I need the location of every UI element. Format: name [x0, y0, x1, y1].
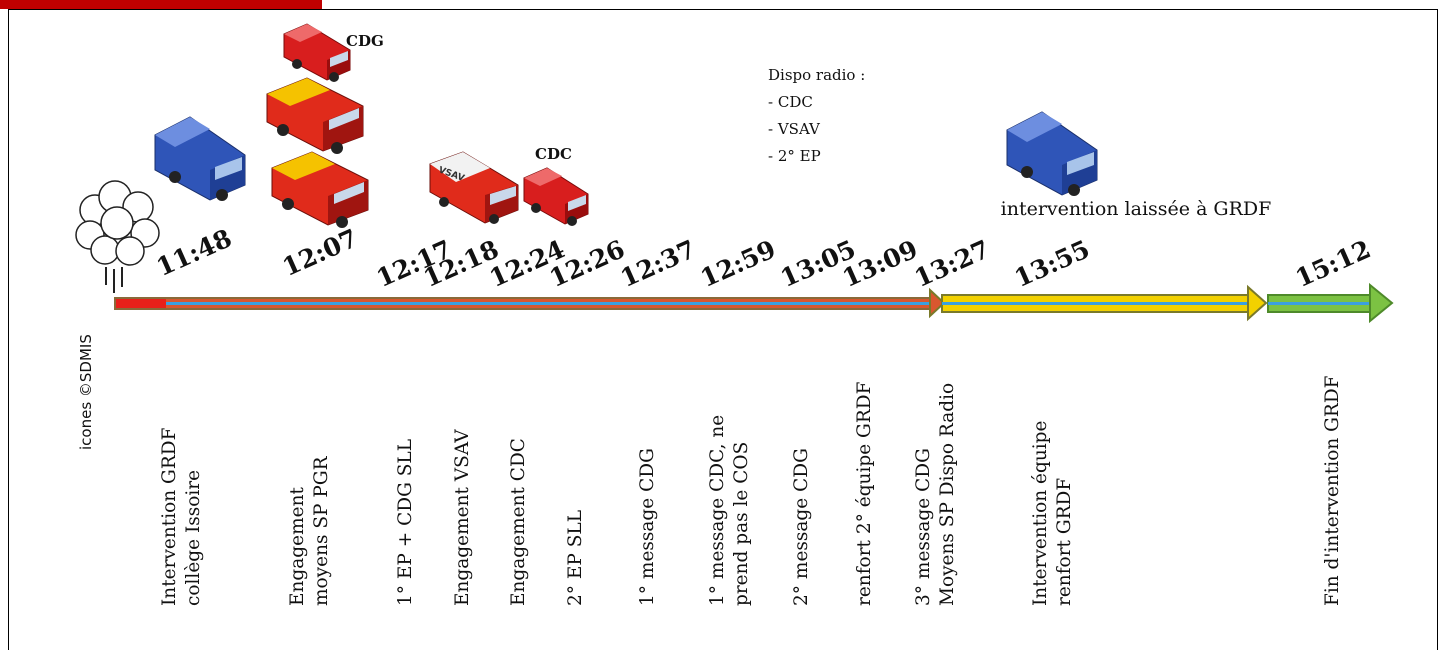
cdg-vehicle-icon — [283, 23, 351, 82]
handover-note: intervention laissée à GRDF — [1000, 198, 1272, 220]
timeline-arrow — [114, 282, 1394, 324]
event-label: Engagement CDC — [508, 438, 529, 606]
ambulance-icon: VSAV — [429, 151, 519, 224]
radio-item: - VSAV — [768, 120, 820, 138]
fire-engine-icon — [266, 77, 364, 154]
event-label: Fin d'intervention GRDF — [1322, 375, 1343, 606]
radio-item: - 2° EP — [768, 147, 821, 165]
event-label: Engagement VSAV — [452, 429, 473, 606]
icon-credit: icones ©SDMIS — [77, 334, 95, 450]
cdc-tag: CDC — [535, 145, 572, 163]
gas-van-icon-2 — [1006, 111, 1098, 196]
radio-item: - CDC — [768, 93, 813, 111]
cdg-tag: CDG — [346, 32, 384, 50]
diagram-frame — [8, 9, 1438, 650]
fire-engine-icon-2 — [271, 151, 369, 228]
radio-availability-note: Dispo radio : - CDC - VSAV - 2° EP — [768, 62, 865, 170]
smoke-icon — [75, 180, 160, 293]
event-label: renfort 2° équipe GRDF — [854, 381, 875, 606]
event-label: 2° EP SLL — [565, 510, 586, 606]
radio-title: Dispo radio : — [768, 66, 866, 84]
gas-van-icon — [154, 116, 246, 201]
event-label: 2° message CDG — [791, 448, 812, 606]
top-accent-bar — [0, 0, 322, 9]
event-label: 1° message CDG — [637, 448, 658, 606]
event-label: 1° EP + CDG SLL — [395, 438, 416, 606]
cdc-vehicle-icon — [523, 167, 589, 226]
